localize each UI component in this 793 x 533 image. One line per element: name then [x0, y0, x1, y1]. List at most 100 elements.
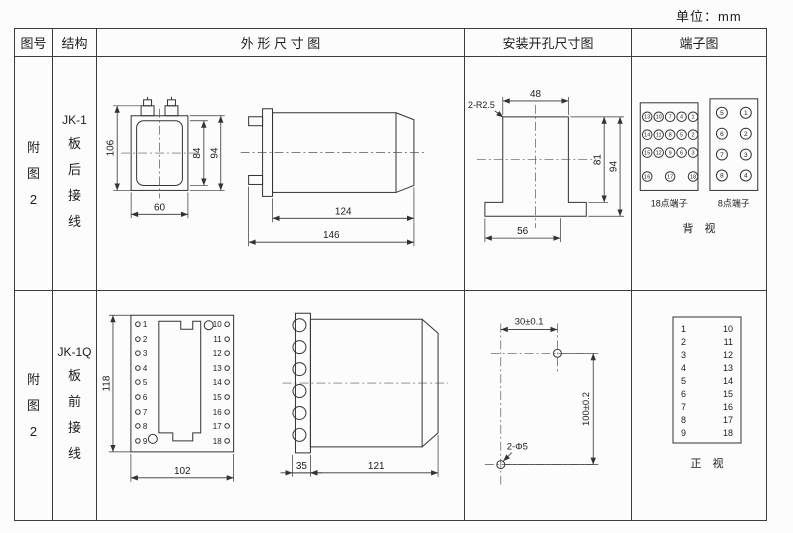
dim-label-146: 146: [323, 230, 340, 241]
terminal-pin: 1: [744, 110, 748, 117]
view-label-front: 正 视: [690, 456, 727, 470]
front-pin: 17: [213, 422, 222, 431]
terminal-pin: 5: [680, 133, 683, 139]
terminal-pin: 11: [656, 133, 662, 139]
terminal-pin: 15: [644, 151, 650, 157]
front-pin: 18: [213, 437, 222, 446]
row1-structure: JK-1 板后接线: [53, 57, 97, 291]
terminal-block-8: 5 6 7 8 1 2 3 4: [709, 98, 759, 191]
terminal-pin: 4: [744, 173, 748, 180]
terminal-pin: 12: [656, 151, 662, 157]
row2-fig-no-text: 附图2: [26, 371, 40, 439]
terminal-pin: 14: [644, 133, 650, 139]
unit-label: 单位：mm: [676, 9, 742, 24]
terminal-pin: 1: [692, 115, 695, 121]
terminal-pin: 16: [644, 174, 650, 180]
terminal-num: 8: [681, 415, 686, 425]
row1-fig-no: 附图2: [15, 57, 53, 291]
row1-model: JK-1: [62, 112, 87, 127]
dim-label-124: 124: [335, 206, 352, 217]
jk1-panel-cutout: 2-R2.5 48 81 94 56: [468, 89, 625, 243]
terminal-pin: 6: [720, 131, 724, 138]
row2-mounting-drawing: 30±0.1 100±0.2 2-Φ5: [465, 291, 632, 520]
header-terminal: 端子图: [632, 29, 766, 57]
terminal-num: 18: [723, 428, 733, 438]
row2-model: JK-1Q: [57, 344, 92, 359]
label-8-point: 8点端子: [718, 197, 750, 208]
terminal-pin: 7: [720, 152, 724, 159]
terminal-pin: 17: [667, 174, 673, 180]
dim-label-102: 102: [174, 466, 191, 477]
terminal-num: 14: [723, 376, 733, 386]
terminal-num: 17: [723, 415, 733, 425]
terminal-pin: 2: [744, 131, 748, 138]
terminal-pin: 9: [669, 151, 672, 157]
terminal-num: 12: [723, 350, 733, 360]
header-outline: 外 形 尺 寸 图: [97, 29, 465, 57]
terminal-pin: 7: [669, 115, 672, 121]
terminal-num: 13: [723, 363, 733, 373]
row1-mounting-drawing: 2-R2.5 48 81 94 56: [465, 57, 632, 291]
row1-fig-no-text: 附图2: [26, 139, 40, 207]
front-pin: 9: [143, 437, 148, 446]
header-fig-no: 图号: [15, 29, 53, 57]
terminal-pin: 2: [692, 133, 695, 139]
terminal-pin: 13: [644, 115, 650, 121]
terminal-num: 9: [681, 428, 686, 438]
row2-fig-no: 附图2: [15, 291, 53, 520]
terminal-pin: 3: [744, 152, 748, 159]
row1-outline-svg: 106 84 94 60: [106, 96, 426, 247]
dim-label-94: 94: [209, 147, 220, 159]
row2-structure: JK-1Q 板前接线: [53, 291, 97, 520]
terminal-num: 5: [681, 376, 686, 386]
front-pin: 3: [143, 349, 148, 358]
dim-label-60: 60: [154, 202, 166, 213]
jk1-side-view: 124 146: [240, 108, 426, 247]
header-mounting: 安装开孔尺寸图: [465, 29, 632, 57]
row1-terminal-svg: 13 10 7 4 1 14 11 8 5 2 15 12 9 6 3 16 1…: [639, 98, 759, 235]
front-pin: 5: [143, 378, 148, 387]
front-pin: 13: [213, 364, 222, 373]
terminal-pin: 8: [720, 173, 724, 180]
front-pin: 8: [143, 422, 148, 431]
row2-outline-drawing: 1 2 3 4 5 6 7 8 9 10 11 12 13 14 15 16 1…: [97, 291, 465, 520]
dim-label-118: 118: [101, 375, 112, 391]
terminal-num: 4: [681, 363, 686, 373]
label-corner-radius: 2-R2.5: [468, 100, 495, 110]
front-pin: 16: [213, 408, 222, 417]
dim-label-100: 100±0.2: [581, 392, 592, 426]
front-pin: 11: [213, 335, 222, 344]
row1-terminal-diagram: 13 10 7 4 1 14 11 8 5 2 15 12 9 6 3 16 1…: [632, 57, 766, 291]
terminal-num: 16: [723, 402, 733, 412]
row1-mounting-svg: 2-R2.5 48 81 94 56: [468, 89, 625, 243]
dim-label-121: 121: [368, 461, 385, 472]
row2-mounting-svg: 30±0.1 100±0.2 2-Φ5: [484, 316, 599, 485]
jk1q-drill-holes: 30±0.1 100±0.2 2-Φ5: [484, 316, 599, 485]
front-pin: 6: [143, 393, 148, 402]
terminal-num: 2: [681, 337, 686, 347]
front-pin: 1: [143, 320, 148, 329]
terminal-pin: 4: [680, 115, 683, 121]
row1-wiring: 板后接线: [67, 135, 81, 229]
label-hole-size: 2-Φ5: [507, 442, 528, 453]
dim-label-84: 84: [192, 147, 203, 159]
terminal-num: 11: [724, 337, 733, 347]
terminal-pin: 8: [669, 133, 672, 139]
front-pin: 4: [143, 364, 148, 373]
terminal-box-front: 1 2 3 4 5 6 7 8 9 10 11 12 13 14 15 16 1…: [672, 316, 742, 444]
front-pin: 15: [213, 393, 222, 402]
terminal-pin: 18: [690, 174, 696, 180]
dim-label-106: 106: [106, 139, 117, 156]
terminal-block-18: 13 10 7 4 1 14 11 8 5 2 15 12 9 6 3 16 1…: [639, 102, 699, 191]
front-pin: 10: [213, 320, 222, 329]
row2-outline-svg: 1 2 3 4 5 6 7 8 9 10 11 12 13 14 15 16 1…: [101, 312, 449, 482]
row2-terminal-svg: 1 2 3 4 5 6 7 8 9 10 11 12 13 14 15 16 1…: [672, 316, 742, 470]
dim-label-30: 30±0.1: [515, 316, 544, 327]
header-structure: 结构: [53, 29, 97, 57]
front-pin: 7: [143, 408, 148, 417]
row2-terminal-diagram: 1 2 3 4 5 6 7 8 9 10 11 12 13 14 15 16 1…: [632, 291, 766, 520]
dim-label-35: 35: [296, 461, 308, 472]
terminal-pin: 3: [692, 151, 695, 157]
spec-table: 图号 结构 外 形 尺 寸 图 安装开孔尺寸图 端子图 附图2 JK-1 板后接…: [14, 28, 767, 521]
dim-label-94b: 94: [609, 161, 620, 173]
